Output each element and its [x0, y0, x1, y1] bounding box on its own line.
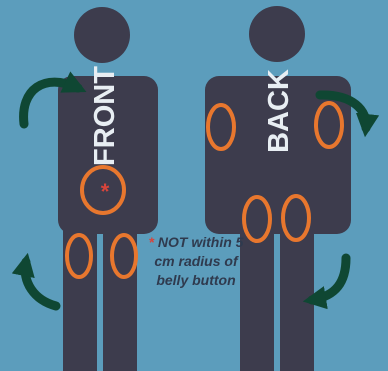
rotation-arrow-bottom-left [25, 262, 56, 306]
note-text: NOT within 5 cm radius of belly button [154, 234, 243, 288]
note-asterisk: * [149, 234, 154, 250]
front-label: FRONT [89, 66, 121, 166]
back-figure [205, 6, 351, 371]
rotation-arrow-bottom-right [312, 258, 346, 300]
back-label: BACK [263, 69, 295, 153]
injection-note: * NOT within 5 cm radius of belly button [140, 233, 252, 290]
belly-button-asterisk: * [101, 179, 110, 204]
